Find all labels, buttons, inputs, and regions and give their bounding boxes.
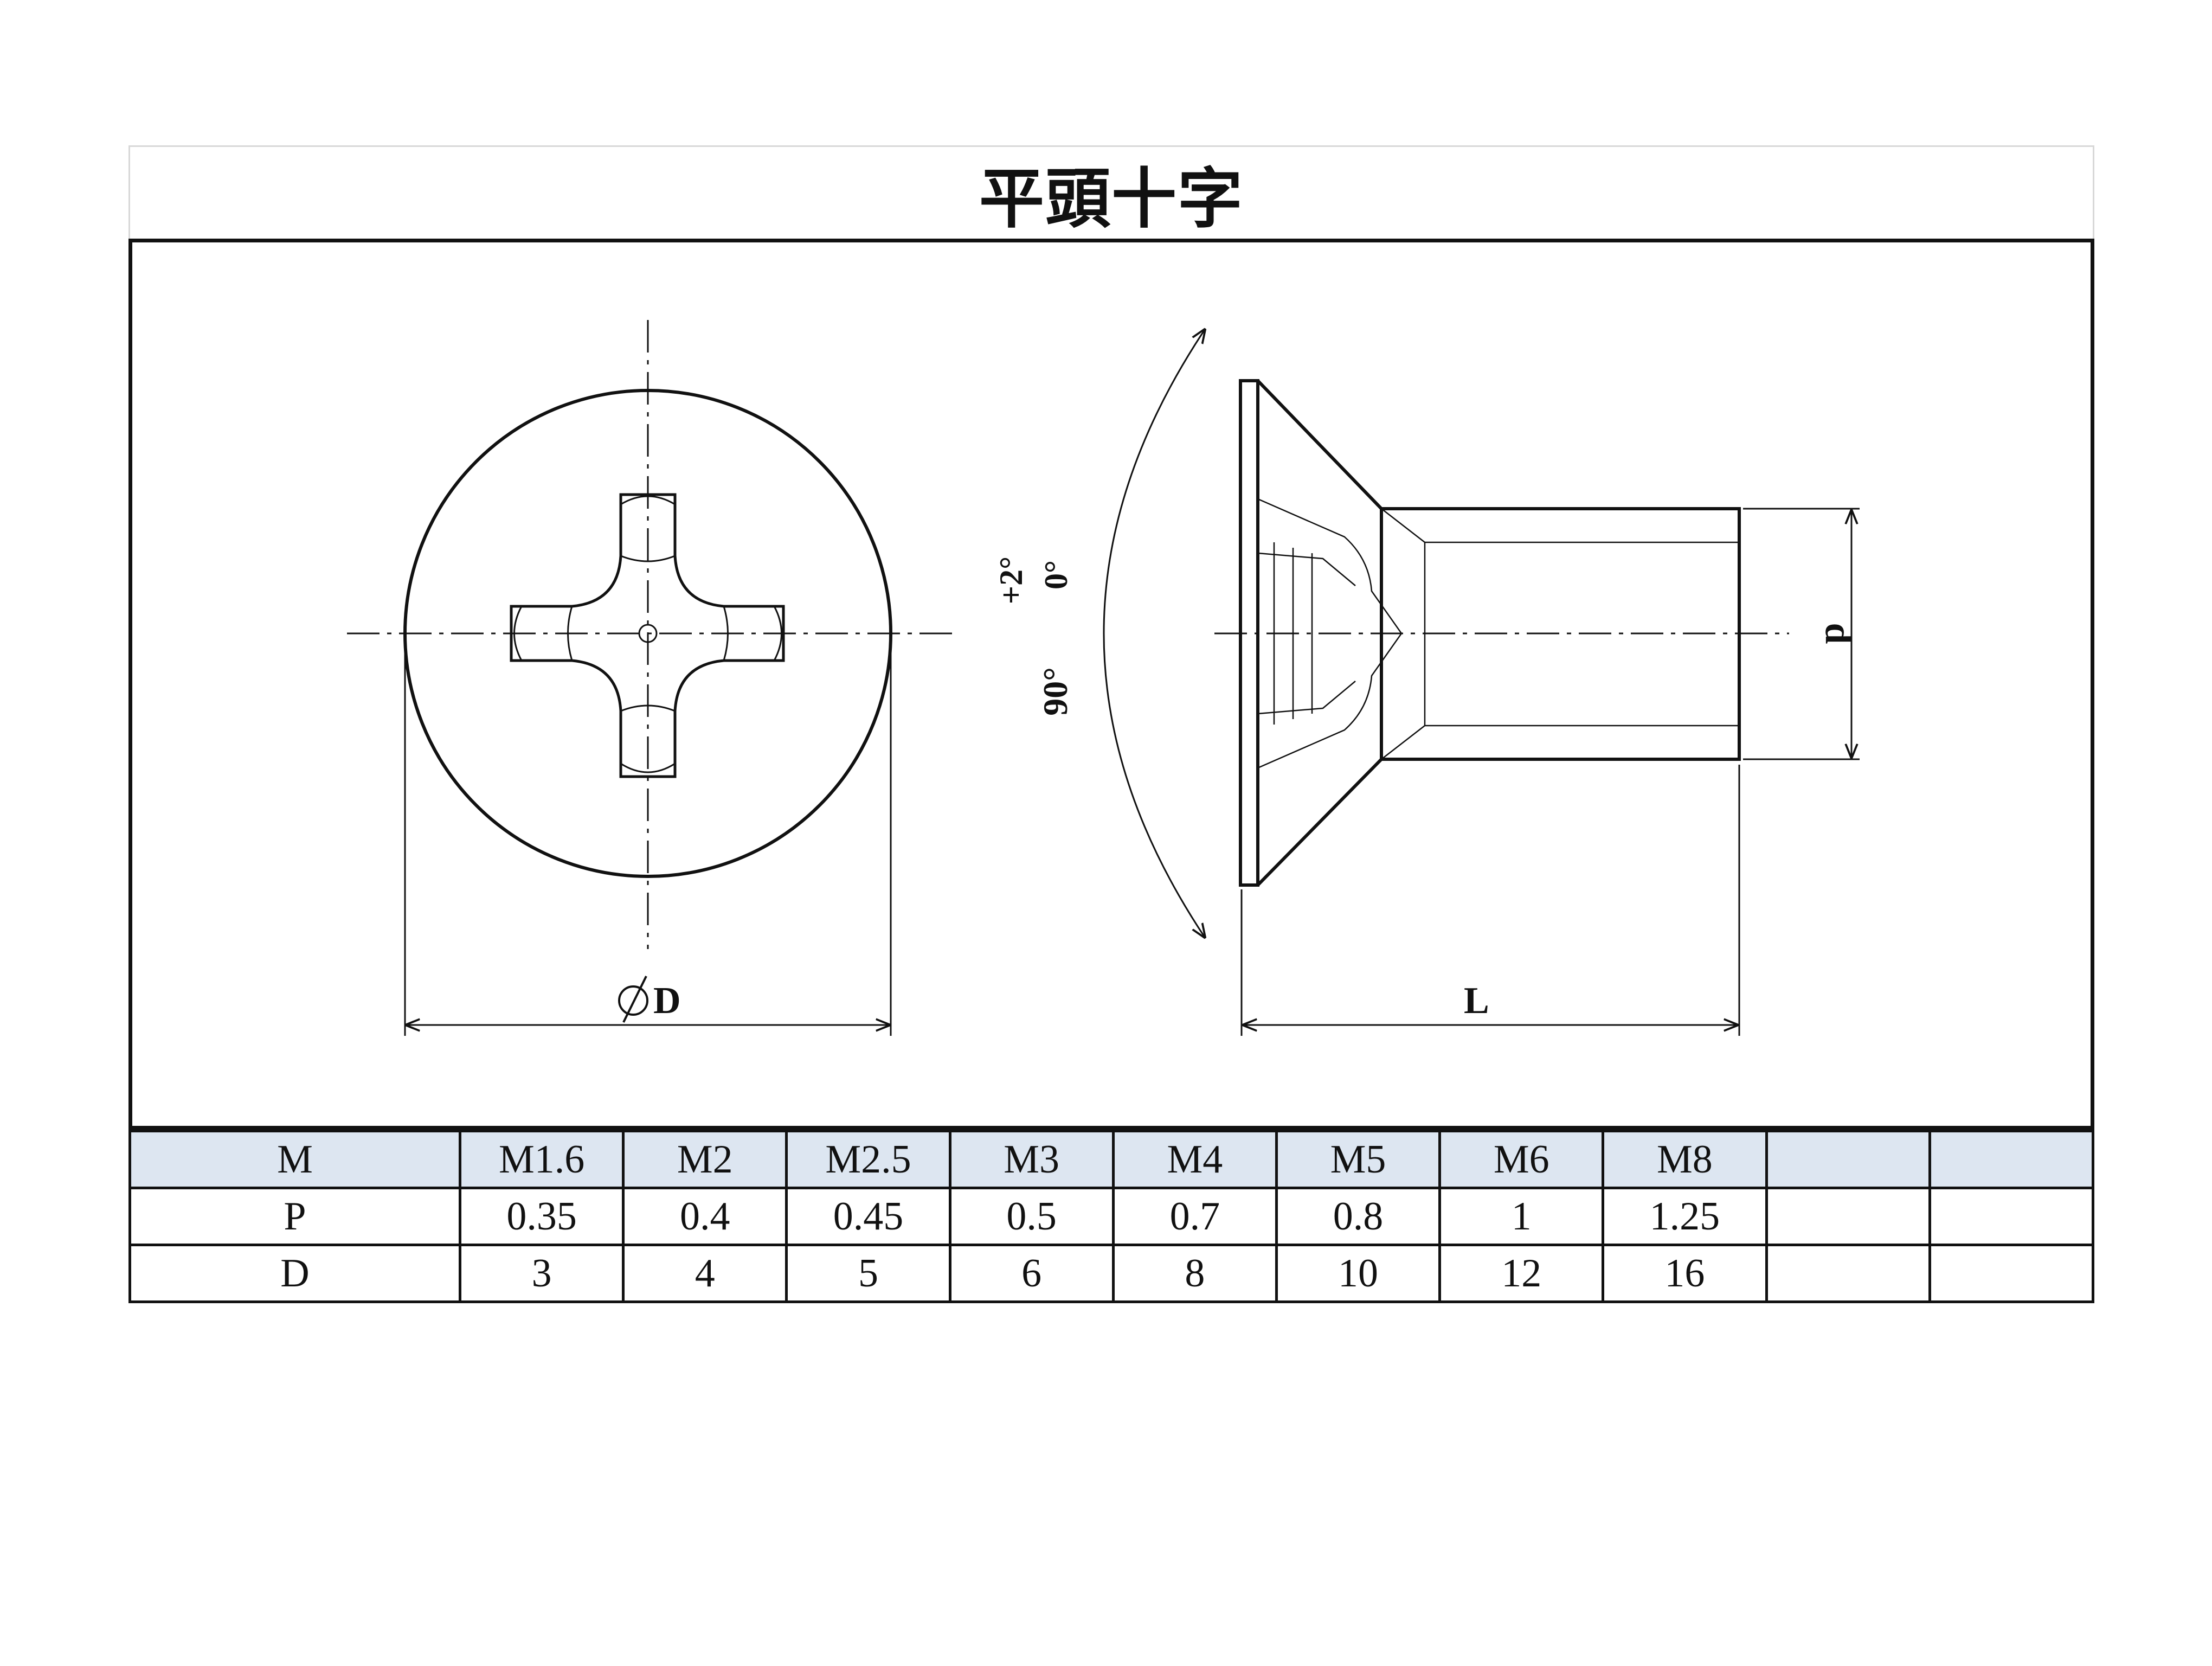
table-cell: 6 [948,1244,1115,1303]
table-cell [1928,1130,2095,1189]
table-cell: 1 [1438,1187,1605,1246]
table-cell: M1.6 [458,1130,625,1189]
length-label: L [1464,980,1489,1022]
table-cell: 16 [1602,1244,1768,1303]
table-cell: M2 [622,1130,788,1189]
diameter-label: D [653,980,681,1022]
head-cone [1256,379,1383,887]
table-cell: M3 [948,1130,1115,1189]
table-cell: M5 [1275,1130,1442,1189]
table-cell: 0.35 [458,1187,625,1246]
phillips-recess [510,493,785,778]
row-label: M [128,1130,461,1189]
table-cell: M8 [1602,1130,1768,1189]
table-cell [1928,1187,2095,1246]
recess-section [1257,498,1403,769]
row-label: P [128,1187,461,1246]
angle-main-label: 90° [1036,667,1075,716]
head-outline [403,389,892,878]
shank [1380,507,1741,761]
table-cell: 12 [1438,1244,1605,1303]
table-cell: 0.5 [948,1187,1115,1246]
table-cell: 0.7 [1111,1187,1278,1246]
table-cell: 8 [1111,1244,1278,1303]
title-bar: 平頭十字 [128,145,2094,239]
table-cell: M4 [1111,1130,1278,1189]
shank-label: d [1817,623,1859,644]
angle-tol-minus-label: 0° [1038,560,1074,589]
angle-annotation: 90° +2° 0° [993,556,1075,716]
table-cell [1765,1244,1931,1303]
angle-tol-plus-label: +2° [993,556,1029,604]
row-label: D [128,1244,461,1303]
page-title: 平頭十字 [979,161,1244,237]
diameter-symbol [618,976,648,1023]
head-top-view [347,320,954,1036]
table-cell: 5 [785,1244,951,1303]
table-cell: M2.5 [785,1130,951,1189]
drawing-frame [128,239,2094,1130]
table-cell [1928,1244,2095,1303]
table-cell [1765,1130,1931,1189]
table-cell: 3 [458,1244,625,1303]
table-cell [1765,1187,1931,1246]
table-cell: 1.25 [1602,1187,1768,1246]
angle-arc [1103,330,1205,937]
table-cell: M6 [1438,1130,1605,1189]
head-face [1239,379,1259,887]
table-cell: 0.8 [1275,1187,1442,1246]
recess-center [638,624,658,643]
table-cell: 0.4 [622,1187,788,1246]
table-cell: 0.45 [785,1187,951,1246]
screw-side-view [1103,330,1860,1036]
table-cell: 4 [622,1244,788,1303]
table-cell: 10 [1275,1244,1442,1303]
